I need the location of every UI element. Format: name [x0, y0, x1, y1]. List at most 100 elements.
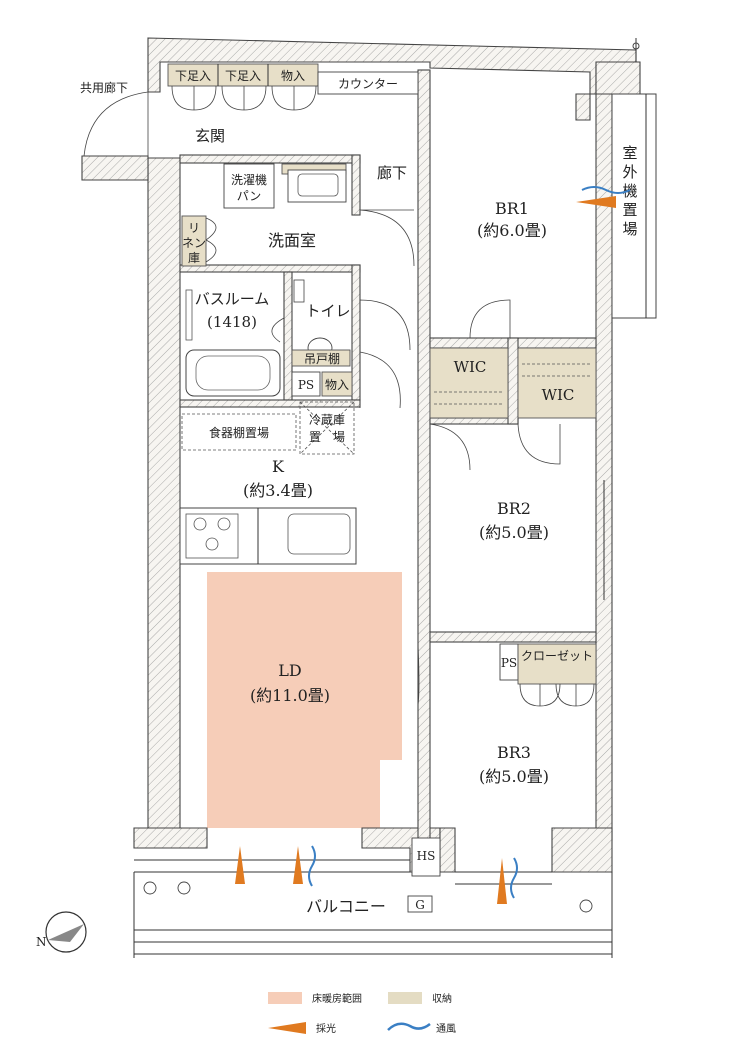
ventilation-mark-ld	[308, 845, 316, 887]
legend-daylight-label: 採光	[316, 1022, 336, 1035]
toilet-label: トイレ	[305, 302, 350, 320]
hallway-label: 廊下	[377, 164, 407, 182]
wall-right-top	[595, 61, 641, 95]
linen-label-3: 庫	[188, 251, 200, 265]
br1-size-label: (約6.0畳)	[477, 221, 547, 240]
outdoor-unit-label-4: 置	[622, 201, 637, 219]
stove	[185, 513, 239, 559]
wall-br2-bottom	[429, 631, 597, 643]
daylight-arrow-br3	[497, 858, 507, 904]
washroom-door	[359, 209, 415, 267]
br3-size-label: (約5.0畳)	[479, 767, 549, 786]
hs-label: HS	[417, 849, 436, 863]
wall-bottom-right	[551, 827, 613, 873]
br1-door	[469, 299, 511, 339]
wall-hs-block	[439, 827, 456, 873]
closet	[517, 643, 597, 685]
dish-shelf	[181, 413, 297, 451]
kitchen-size-label: (約3.4畳)	[243, 481, 313, 500]
outdoor-unit-label-5: 場	[622, 220, 637, 238]
wall-left	[147, 157, 181, 841]
br2-size-label: (約5.0畳)	[479, 523, 549, 542]
br2-label: BR2	[497, 499, 531, 518]
wall-hall-right	[351, 154, 361, 216]
legend-ventilation-label: 通風	[436, 1023, 456, 1035]
br3-label: BR3	[497, 743, 531, 762]
washroom-label: 洗面室	[268, 231, 316, 250]
balcony-label: バルコニー	[306, 897, 386, 916]
kitchen-label: K	[272, 457, 285, 476]
wall-wic-bottom	[429, 417, 519, 425]
dish-shelf-label: 食器棚置場	[209, 425, 269, 440]
hs-unit	[411, 837, 441, 877]
closet-label: クローゼット	[521, 649, 593, 663]
floor-heating-area	[207, 572, 402, 828]
wall-entrance	[81, 155, 149, 181]
bathroom-label: バスルーム	[195, 290, 270, 308]
wall-bath-top	[179, 264, 361, 273]
wic-1-door	[429, 423, 471, 471]
wall-kitchen-top	[179, 399, 361, 408]
legend-ventilation-icon	[387, 1022, 431, 1031]
legend-storage-label: 収納	[432, 992, 452, 1005]
linen-label-1: リ	[188, 221, 200, 235]
legend-floor-heating-label: 床暖房範囲	[312, 992, 362, 1005]
wic-2-label: WIC	[542, 386, 575, 404]
daylight-arrow-ld-2	[293, 846, 303, 884]
daylight-arrow-ld-1	[235, 846, 245, 884]
outdoor-unit-label-1: 室	[622, 144, 637, 162]
counter	[317, 71, 419, 95]
closet-door-2	[555, 683, 595, 707]
hanging-shelf	[291, 349, 351, 367]
sink	[287, 513, 351, 555]
g-label: G	[415, 898, 425, 912]
hall-door	[359, 351, 401, 409]
linen-storage	[181, 215, 207, 267]
wic-1	[429, 347, 509, 419]
legend-storage-swatch	[388, 992, 422, 1004]
hanging-shelf-label: 吊戸棚	[304, 351, 340, 366]
washer-pan	[223, 163, 275, 209]
washer-pan-label-2: パン	[237, 189, 262, 203]
washer-pan-label-1: 洗濯機	[231, 172, 267, 187]
wall-toilet-right	[351, 264, 361, 401]
wall-partition-br	[417, 69, 431, 851]
compass-icon: N	[36, 911, 87, 953]
legend: 床暖房範囲 収納 採光 通風	[268, 992, 456, 1035]
common-corridor-label: 共用廊下	[80, 80, 128, 95]
br1-label: BR1	[495, 199, 529, 218]
linen-label-2: ネン	[182, 236, 206, 250]
wic-2-door	[517, 423, 561, 465]
wic-1-label: WIC	[454, 358, 487, 376]
ld-size-label: (約11.0畳)	[250, 686, 330, 705]
bathroom-size-label: (1418)	[207, 313, 257, 331]
ps-1	[291, 371, 321, 397]
shoe-storage-2-label: 下足入	[225, 69, 261, 83]
toilet-door	[359, 299, 411, 351]
closet-door-1	[519, 683, 561, 707]
wall-bath-right	[283, 271, 293, 401]
fridge-label-2: 置 場	[309, 430, 345, 444]
bathroom-door	[271, 317, 285, 343]
storage-toilet-label: 物入	[325, 378, 349, 392]
ventilation-mark-br1	[581, 186, 631, 194]
shoe-storage-1-label: 下足入	[175, 69, 211, 83]
ventilation-mark-br3	[510, 857, 518, 899]
fridge-space	[299, 401, 355, 455]
daylight-arrow-br1	[576, 196, 616, 208]
wall-wash-top	[179, 154, 361, 164]
storage-entry-label: 物入	[281, 69, 305, 83]
compass-north-label: N	[36, 935, 47, 949]
fridge-label-1: 冷蔵庫	[309, 413, 345, 427]
ld-label: LD	[278, 661, 301, 680]
counter-label: カウンター	[338, 77, 398, 91]
ps-1-label: PS	[298, 378, 314, 392]
wall-wic-mid	[507, 337, 519, 425]
outdoor-unit-label-2: 外	[622, 163, 637, 181]
storage-toilet	[321, 371, 353, 397]
legend-floor-heating-swatch	[268, 992, 302, 1004]
legend-daylight-icon	[268, 1022, 306, 1034]
wic-2	[517, 347, 597, 419]
ld-door	[417, 644, 420, 706]
